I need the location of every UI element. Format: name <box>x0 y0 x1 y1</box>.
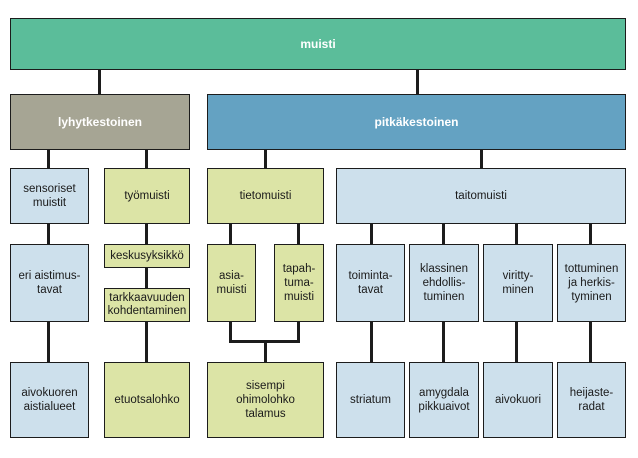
connector <box>416 70 419 94</box>
node-tyomuisti: työmuisti <box>104 168 190 224</box>
connector <box>145 150 148 168</box>
connector <box>589 322 592 362</box>
node-aivokuoren-aistialueet: aivokuoren aistialueet <box>10 362 89 438</box>
node-tarkkaavuuden-kohdentaminen: tarkkaavuuden kohdentaminen <box>104 288 190 322</box>
connector <box>264 150 267 168</box>
node-heijasteradat: heijaste- radat <box>557 362 626 438</box>
node-sensoriset-muistit: sensoriset muistit <box>10 168 89 224</box>
connector <box>442 322 445 362</box>
connector <box>229 322 232 342</box>
connector <box>297 224 300 244</box>
connector <box>515 224 518 244</box>
connector <box>264 340 267 362</box>
node-keskusyksikko: keskusyksikkö <box>104 244 190 268</box>
connector <box>370 224 373 244</box>
node-taitomuisti: taitomuisti <box>336 168 626 224</box>
connector <box>589 224 592 244</box>
connector <box>515 322 518 362</box>
connector <box>47 224 50 244</box>
connector <box>480 150 483 168</box>
connector <box>297 322 300 342</box>
connector <box>98 70 101 94</box>
connector <box>145 268 148 288</box>
connector <box>442 224 445 244</box>
connector <box>47 322 50 362</box>
node-tietomuisti: tietomuisti <box>207 168 324 224</box>
node-klassinen-ehdollistuminen: klassinen ehdollis- tuminen <box>409 244 479 322</box>
connector <box>47 150 50 168</box>
node-amygdala-pikkuaivot: amygdala pikkuaivot <box>409 362 479 438</box>
node-sisempi-ohimolohko-talamus: sisempi ohimolohko talamus <box>207 362 324 438</box>
connector <box>229 224 232 244</box>
node-muisti: muisti <box>10 18 626 70</box>
node-toimintatavat: toiminta- tavat <box>336 244 405 322</box>
node-aivokuori: aivokuori <box>483 362 553 438</box>
node-etuotsalohko: etuotsalohko <box>104 362 190 438</box>
node-tottuminen-herkistyminen: tottuminen ja herkis- tyminen <box>557 244 626 322</box>
node-eri-aistimustavat: eri aistimus- tavat <box>10 244 89 322</box>
node-lyhytkestoinen: lyhytkestoinen <box>10 94 190 150</box>
node-asiamuisti: asia- muisti <box>207 244 256 322</box>
node-pitkakestoinen: pitkäkestoinen <box>207 94 626 150</box>
node-striatum: striatum <box>336 362 405 438</box>
node-tapahtumamuisti: tapah- tuma- muisti <box>274 244 324 322</box>
connector <box>370 322 373 362</box>
connector <box>145 224 148 244</box>
connector <box>145 322 148 362</box>
node-virittyminen: viritty- minen <box>483 244 553 322</box>
